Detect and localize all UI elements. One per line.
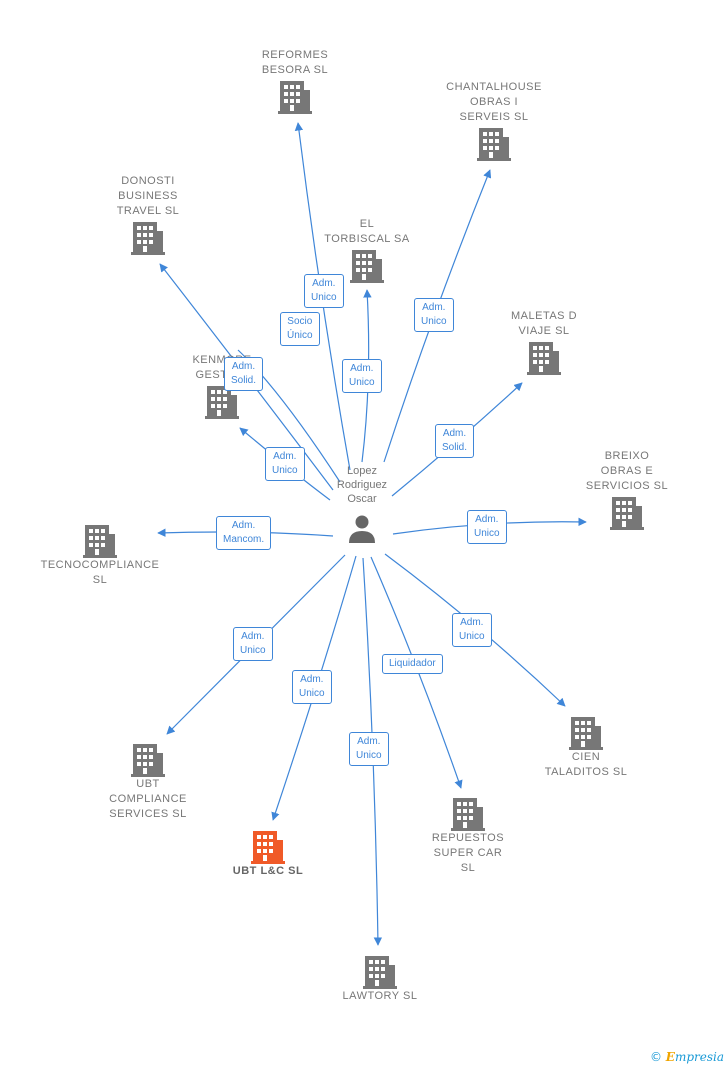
company-name: MALETAS D VIAJE SL: [510, 310, 578, 337]
company-ubtlc[interactable]: UBT L&C SL: [208, 828, 328, 879]
company-kenmore[interactable]: KENMORE GESTION: [162, 353, 282, 419]
building-icon: [477, 128, 511, 161]
company-name: TECNOCOMPLIANCE SL: [40, 559, 160, 586]
building-icon: [83, 525, 117, 558]
building-icon: [569, 717, 603, 750]
relation-label-tecno[interactable]: Adm. Mancom.: [216, 516, 272, 550]
company-donosti[interactable]: DONOSTI BUSINESS TRAVEL SL: [88, 174, 208, 255]
company-tecno[interactable]: TECNOCOMPLIANCE SL: [30, 522, 170, 588]
building-icon: [131, 744, 165, 777]
company-name: REFORMES BESORA SL: [261, 49, 329, 76]
relation-label-chantalhouse[interactable]: Adm. Unico: [414, 298, 454, 332]
brand-logo[interactable]: © Empresia: [650, 1050, 724, 1064]
company-cien[interactable]: CIEN TALADITOS SL: [526, 714, 646, 780]
company-name: EL TORBISCAL SA: [324, 218, 410, 245]
company-torbiscal[interactable]: EL TORBISCAL SA: [307, 217, 427, 283]
person-node[interactable]: Lopez Rodriguez Oscar: [322, 464, 402, 548]
company-name: REPUESTOS SUPER CAR SL: [431, 832, 505, 874]
company-chantalhouse[interactable]: CHANTALHOUSE OBRAS I SERVEIS SL: [434, 80, 554, 161]
company-name: DONOSTI BUSINESS TRAVEL SL: [116, 175, 180, 217]
building-icon: [278, 81, 312, 114]
building-icon: [527, 342, 561, 375]
brand-name: mpresia: [674, 1050, 724, 1064]
person-name: Lopez Rodriguez Oscar: [336, 465, 388, 505]
building-icon: [350, 250, 384, 283]
relation-label-donosti-socio[interactable]: Socio Único: [280, 312, 320, 346]
relation-label-kenmore[interactable]: Adm. Unico: [265, 447, 305, 481]
company-maletas[interactable]: MALETAS D VIAJE SL: [484, 309, 604, 375]
relation-label-reformes[interactable]: Adm. Unico: [304, 274, 344, 308]
relation-label-cien[interactable]: Adm. Unico: [452, 613, 492, 647]
building-icon: [610, 497, 644, 530]
company-name: BREIXO OBRAS E SERVICIOS SL: [585, 450, 669, 492]
relation-label-donosti-solid[interactable]: Adm. Solid.: [224, 357, 264, 391]
company-name: CHANTALHOUSE OBRAS I SERVEIS SL: [446, 81, 542, 123]
company-name: LAWTORY SL: [342, 990, 418, 1002]
building-icon: [451, 798, 485, 831]
company-name: UBT L&C SL: [232, 865, 304, 877]
relation-label-maletas[interactable]: Adm. Solid.: [435, 424, 475, 458]
relation-label-breixo[interactable]: Adm. Unico: [467, 510, 507, 544]
person-icon: [349, 515, 375, 543]
relation-label-torbiscal[interactable]: Adm. Unico: [342, 359, 382, 393]
company-name: KENMORE GESTION: [192, 354, 252, 381]
building-icon: [131, 222, 165, 255]
company-reformes[interactable]: REFORMES BESORA SL: [235, 48, 355, 114]
company-repuestos[interactable]: REPUESTOS SUPER CAR SL: [408, 795, 528, 876]
company-breixo[interactable]: BREIXO OBRAS E SERVICIOS SL: [567, 449, 687, 530]
copyright-symbol: ©: [649, 1050, 662, 1064]
brand-initial: E: [665, 1050, 675, 1064]
company-lawtory[interactable]: LAWTORY SL: [320, 953, 440, 1004]
building-icon: [363, 956, 397, 989]
company-name: CIEN TALADITOS SL: [544, 751, 628, 778]
company-name: UBT COMPLIANCE SERVICES SL: [109, 778, 187, 820]
company-ubtcompliance[interactable]: UBT COMPLIANCE SERVICES SL: [88, 741, 208, 822]
relation-label-lawtory[interactable]: Adm. Unico: [349, 732, 389, 766]
building-icon: [251, 831, 285, 864]
relation-label-ubtcompliance[interactable]: Adm. Unico: [233, 627, 273, 661]
relation-label-repuestos[interactable]: Liquidador: [382, 654, 443, 674]
relation-label-ubtlc[interactable]: Adm. Unico: [292, 670, 332, 704]
